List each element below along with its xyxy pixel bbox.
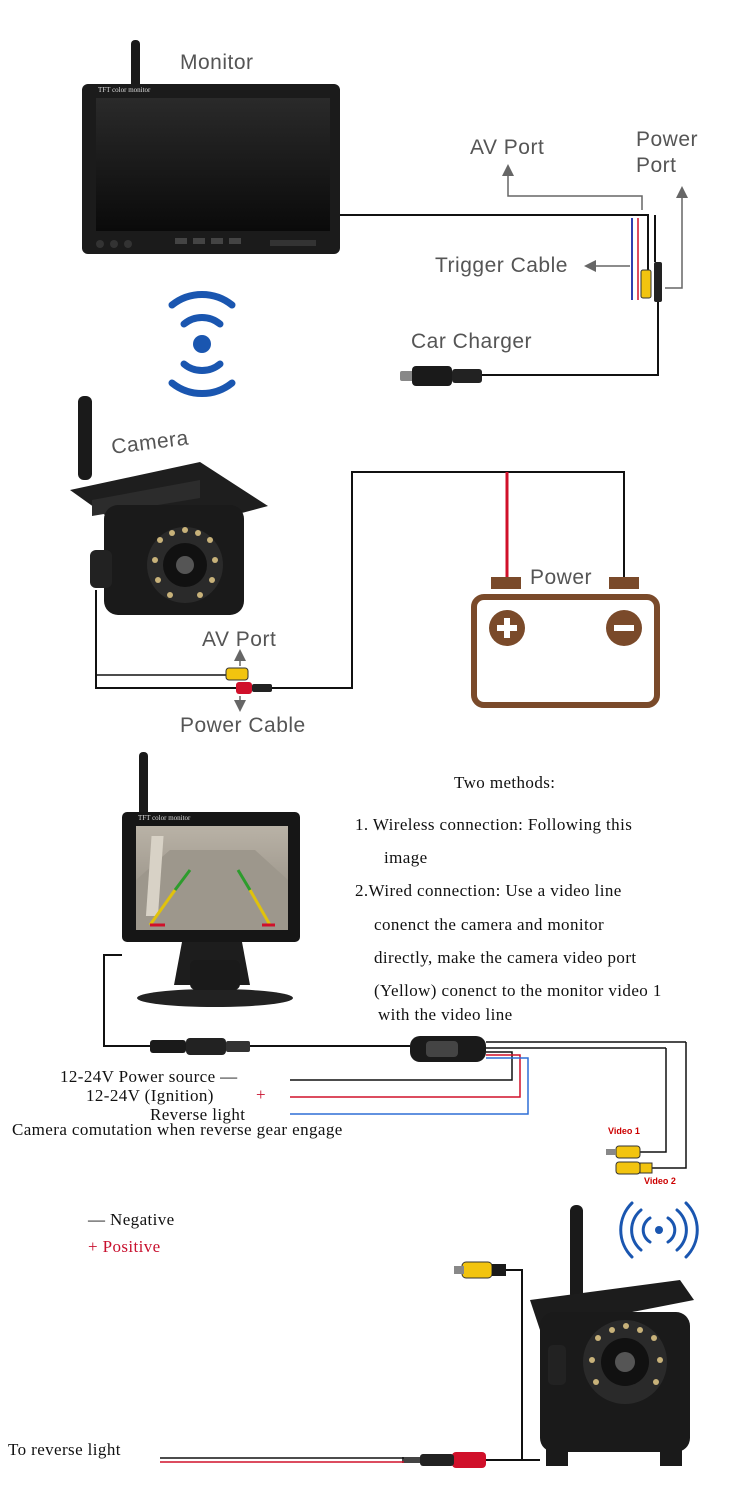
ignition-plus-sign: + xyxy=(256,1085,266,1105)
power-port-arrow xyxy=(665,192,682,288)
av-port-arrow xyxy=(508,170,642,210)
negative-legend: — Negative xyxy=(88,1210,175,1230)
trigger-cable-label: Trigger Cable xyxy=(435,254,568,278)
wireless-icon-small xyxy=(621,1203,698,1257)
monitor-bottom xyxy=(122,752,300,1007)
power-label: Power xyxy=(530,566,592,590)
monitor-label: Monitor xyxy=(180,51,254,75)
method1-line2: image xyxy=(384,848,428,868)
to-reverse-light-label: To reverse light xyxy=(8,1440,121,1460)
power-port-label-2: Port xyxy=(636,154,677,178)
power-source-label: 12-24V Power source — xyxy=(60,1067,238,1087)
battery xyxy=(474,577,657,705)
camera-av-port-label: AV Port xyxy=(202,628,276,652)
methods-title: Two methods: xyxy=(454,773,555,793)
ignition-label: 12-24V (Ignition) xyxy=(86,1086,214,1106)
video2-label: Video 2 xyxy=(644,1176,676,1186)
car-charger-label: Car Charger xyxy=(411,330,532,354)
positive-legend: + Positive xyxy=(88,1237,161,1257)
car-charger xyxy=(400,366,482,386)
camera-commutation-label: Camera comutation when reverse gear enga… xyxy=(12,1120,343,1140)
wireless-icon xyxy=(172,294,232,393)
method2-line1: 2.Wired connection: Use a video line xyxy=(355,881,622,901)
av-port-label: AV Port xyxy=(470,136,544,160)
method2-line4: (Yellow) conenct to the monitor video 1 xyxy=(374,981,662,1001)
method2-line5: with the video line xyxy=(378,1005,513,1025)
method1-line1: 1. Wireless connection: Following this xyxy=(355,815,632,835)
video1-label: Video 1 xyxy=(608,1126,640,1136)
power-port-label-1: Power xyxy=(636,128,698,152)
method2-line3: directly, make the camera video port xyxy=(374,948,637,968)
power-cable-label: Power Cable xyxy=(180,714,306,738)
method2-line2: conenct the camera and monitor xyxy=(374,915,604,935)
monitor-screen-text: TFT color monitor xyxy=(98,86,150,94)
camera-bottom xyxy=(530,1205,694,1466)
monitor-bottom-screen-text: TFT color monitor xyxy=(138,814,190,822)
camera-bottom-cables xyxy=(160,1262,540,1468)
